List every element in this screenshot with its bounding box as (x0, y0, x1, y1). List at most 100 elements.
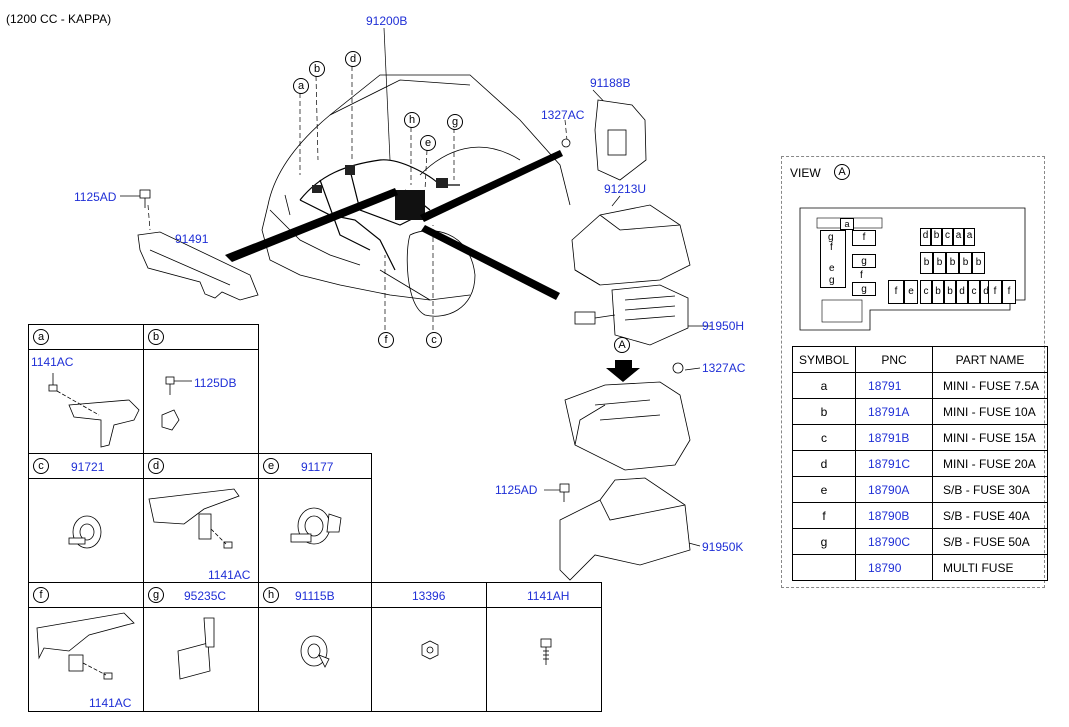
row-name: S/B - FUSE 30A (932, 476, 1049, 503)
fuse-r3-0: f (888, 280, 904, 304)
row-pnc[interactable]: 18790B (855, 502, 934, 529)
fuse-r3-3: b (932, 280, 944, 304)
fuse-left-5: g (852, 254, 876, 268)
row-name: MINI - FUSE 10A (932, 398, 1049, 425)
row-pnc[interactable]: 18790C (855, 528, 934, 555)
fuse-r1-1: b (931, 228, 942, 246)
row-symbol: d (791, 450, 857, 477)
cell-key-c: c (33, 458, 49, 474)
fuse-r1-4: a (964, 228, 975, 246)
cell-e-title[interactable]: 91177 (301, 460, 334, 474)
col-pnc: PNC (855, 346, 934, 373)
callout-f: f (378, 332, 394, 348)
fuse-r3-1: e (904, 280, 918, 304)
col-part-name: PART NAME (932, 346, 1049, 373)
callout-a: a (293, 78, 309, 94)
cell-a-label[interactable]: 1141AC (31, 355, 74, 369)
part-cell-13396: 13396 (371, 582, 487, 712)
part-cell-b: b 1125DB (143, 324, 259, 454)
label-lower-box[interactable]: 91950K (702, 540, 744, 554)
callout-d: d (345, 51, 361, 67)
fuse-r1-0: d (920, 228, 931, 246)
row-symbol: g (791, 528, 857, 555)
fuse-r2-0: b (920, 252, 933, 274)
fuse-left-1: g (828, 232, 834, 243)
row-name: MULTI FUSE (932, 554, 1049, 581)
label-bracket-top[interactable]: 91188B (590, 76, 631, 90)
row-symbol (791, 554, 857, 581)
row-pnc[interactable]: 18790 (855, 554, 934, 581)
engine-caption: (1200 CC - KAPPA) (6, 12, 112, 26)
fuse-r3-8: f (988, 280, 1002, 304)
fuse-left-0: a (840, 218, 854, 230)
cell-key-g: g (148, 587, 164, 603)
part-cell-d: d 1141AC (143, 453, 259, 583)
row-pnc[interactable]: 18791 (855, 372, 934, 399)
fuse-r3-6: c (968, 280, 980, 304)
callout-e: e (420, 135, 436, 151)
cell-b-label[interactable]: 1125DB (194, 376, 237, 390)
fuse-r3-9: f (1002, 280, 1016, 304)
callout-h: h (404, 112, 420, 128)
cell-d-label[interactable]: 1141AC (208, 568, 251, 582)
row-name: MINI - FUSE 15A (932, 424, 1049, 451)
label-bolt-low[interactable]: 1125AD (495, 483, 538, 497)
label-bolt-left[interactable]: 1125AD (74, 190, 117, 204)
cell-13396-title[interactable]: 13396 (412, 589, 446, 603)
cell-key-d: d (148, 458, 164, 474)
cell-1141ah-title[interactable]: 1141AH (527, 589, 570, 603)
row-symbol: e (791, 476, 857, 503)
row-name: MINI - FUSE 20A (932, 450, 1049, 477)
callout-b: b (309, 61, 325, 77)
row-symbol: a (791, 372, 857, 399)
row-pnc[interactable]: 18791A (855, 398, 934, 425)
fuse-r1-2: c (942, 228, 953, 246)
fuse-r3-5: d (956, 280, 968, 304)
cell-g-title[interactable]: 95235C (184, 589, 227, 603)
label-rail[interactable]: 91491 (175, 232, 209, 246)
cell-key-b: b (148, 329, 164, 345)
view-letter: A (834, 164, 850, 180)
cell-key-h: h (263, 587, 279, 603)
row-pnc[interactable]: 18791C (855, 450, 934, 477)
cell-key-f: f (33, 587, 49, 603)
fuse-r1-3: a (953, 228, 964, 246)
fuse-r2-4: b (972, 252, 985, 274)
col-symbol: SYMBOL (791, 346, 857, 373)
view-title: VIEW (790, 166, 821, 180)
fuse-r2-2: b (946, 252, 959, 274)
row-pnc[interactable]: 18790A (855, 476, 934, 503)
fuse-left-7: f (860, 270, 863, 281)
fuse-left-4: e (829, 263, 835, 274)
label-cover[interactable]: 91213U (604, 182, 647, 196)
row-symbol: c (791, 424, 857, 451)
fuse-left-3: f (852, 230, 876, 246)
label-nut-mid[interactable]: 1327AC (702, 361, 746, 375)
label-harness[interactable]: 91200B (366, 14, 408, 28)
fuse-left-block (820, 230, 846, 288)
cell-f-label[interactable]: 1141AC (89, 696, 132, 710)
cell-h-title[interactable]: 91115B (295, 589, 335, 603)
row-symbol: f (791, 502, 857, 529)
fuse-r2-1: b (933, 252, 946, 274)
row-symbol: b (791, 398, 857, 425)
cell-c-title[interactable]: 91721 (71, 460, 105, 474)
row-name: MINI - FUSE 7.5A (932, 372, 1049, 399)
fuse-left-2: f (830, 242, 833, 253)
row-pnc[interactable]: 18791B (855, 424, 934, 451)
label-junction[interactable]: 91950H (702, 319, 745, 333)
cell-key-a: a (33, 329, 49, 345)
callout-g: g (447, 114, 463, 130)
view-arrow-callout: A (614, 337, 630, 353)
label-nut-top[interactable]: 1327AC (541, 108, 585, 122)
